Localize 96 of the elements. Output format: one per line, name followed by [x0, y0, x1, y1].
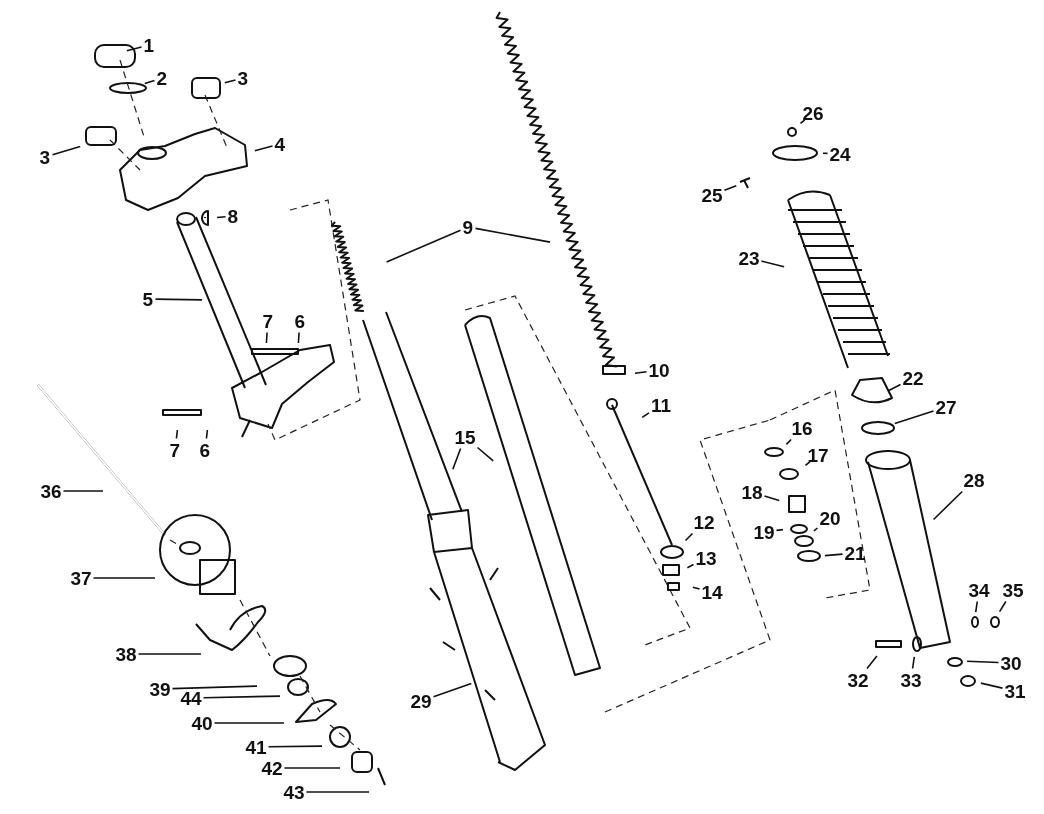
leader-line	[254, 145, 274, 152]
leader-line	[224, 79, 237, 84]
callout-number: 22	[902, 368, 924, 388]
leader-line	[894, 410, 935, 425]
callout-number: 44	[180, 688, 202, 708]
leader-line	[775, 528, 784, 532]
leader-line	[799, 119, 806, 125]
leader-line	[785, 438, 792, 446]
callout-number: 5	[142, 289, 154, 309]
leader-line	[474, 227, 551, 243]
callout-number: 41	[245, 737, 267, 757]
callout-number: 13	[695, 548, 717, 568]
callout-number: 4	[274, 134, 286, 154]
callout-number: 26	[802, 103, 824, 123]
leader-line	[267, 745, 323, 748]
callout-number: 7	[169, 440, 181, 460]
callout-number: 3	[237, 68, 249, 88]
callout-number: 20	[819, 508, 841, 528]
leader-line	[297, 331, 300, 344]
callout-number: 2	[156, 68, 168, 88]
callout-number: 12	[693, 512, 715, 532]
callout-number: 6	[294, 311, 306, 331]
callout-number: 9	[462, 217, 474, 237]
leader-line	[265, 331, 268, 344]
callout-number: 11	[651, 395, 672, 415]
callout-number: 38	[115, 644, 137, 664]
leader-line	[171, 685, 258, 690]
leader-line	[804, 461, 811, 467]
callout-number: 6	[199, 440, 211, 460]
callout-number: 1	[143, 35, 155, 55]
callout-number: 32	[847, 670, 869, 690]
callout-number: 43	[283, 782, 305, 802]
leader-line	[126, 46, 143, 52]
leader-line	[763, 495, 780, 502]
callout-number: 30	[1000, 653, 1022, 673]
callout-number: 35	[1002, 580, 1024, 600]
callout-number: 15	[454, 427, 476, 447]
callout-number: 3	[39, 147, 51, 167]
callout-number: 29	[410, 691, 432, 711]
leader-line	[154, 298, 203, 301]
leader-line	[175, 429, 179, 440]
callout-number: 31	[1004, 681, 1026, 701]
leader-line	[686, 563, 695, 569]
leader-line	[51, 145, 81, 156]
callout-number: 33	[900, 670, 922, 690]
callout-number: 25	[701, 185, 723, 205]
leader-line	[137, 653, 202, 655]
leader-line	[684, 532, 694, 542]
leader-line	[866, 655, 878, 670]
callout-number: 39	[149, 679, 171, 699]
callout-number: 24	[829, 144, 851, 164]
callout-number: 34	[968, 580, 990, 600]
leader-line	[216, 215, 227, 219]
leader-line	[202, 695, 281, 699]
leader-line	[385, 229, 462, 263]
leader-line	[824, 553, 844, 557]
leader-line	[634, 370, 648, 375]
leader-line	[205, 429, 209, 440]
callout-number: 36	[40, 481, 62, 501]
callout-number: 23	[738, 248, 760, 268]
callout-number: 8	[227, 206, 239, 226]
callout-number: 16	[791, 418, 813, 438]
callout-number: 17	[807, 445, 829, 465]
callout-number: 28	[963, 470, 985, 490]
callout-number: 7	[262, 311, 274, 331]
callout-number: 10	[648, 360, 670, 380]
leader-line	[932, 490, 963, 521]
leader-line	[760, 260, 785, 268]
leader-line	[144, 79, 156, 85]
leader-line	[723, 185, 738, 192]
leader-line	[283, 767, 341, 769]
leader-line	[305, 791, 370, 793]
leader-line	[692, 586, 701, 590]
callout-number: 19	[753, 522, 775, 542]
leader-line	[980, 682, 1004, 689]
leader-line	[62, 490, 104, 492]
leader-line	[641, 412, 650, 419]
leader-line	[822, 152, 829, 155]
leader-line	[432, 682, 473, 698]
callout-number: 14	[701, 582, 723, 602]
leader-line	[911, 656, 916, 670]
leader-line	[452, 447, 462, 471]
leader-line	[92, 577, 156, 579]
callout-number: 42	[261, 758, 283, 778]
callout-number: 40	[191, 713, 213, 733]
callout-number: 21	[844, 543, 866, 563]
leader-line	[998, 600, 1007, 613]
leader-line	[966, 660, 1000, 664]
leader-line	[213, 722, 285, 724]
leader-line	[813, 527, 819, 532]
leader-line	[887, 383, 902, 392]
leader-line	[974, 600, 979, 613]
leader-line	[476, 446, 494, 462]
callout-number: 27	[935, 397, 957, 417]
callout-number: 37	[70, 568, 92, 588]
callout-number: 18	[741, 482, 763, 502]
